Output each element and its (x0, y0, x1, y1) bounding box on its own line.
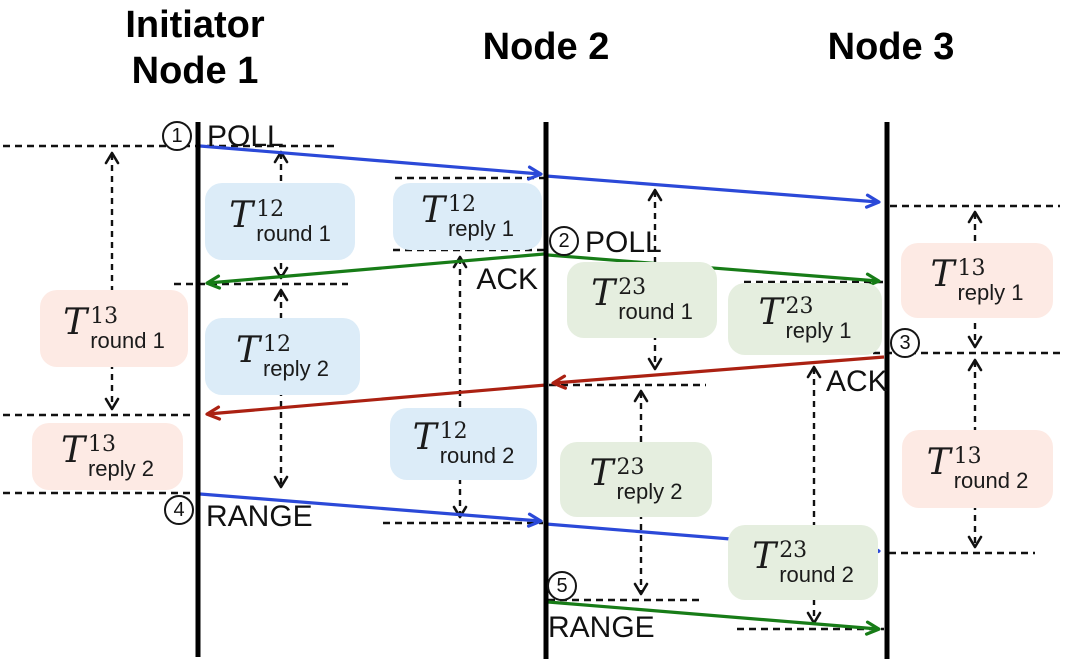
event-3-marker: 3 (890, 328, 920, 358)
ack3-label: ACK (826, 365, 888, 398)
header-node-2: Node 2 (446, 24, 646, 70)
ack3-arrow-node2-to-node1 (205, 383, 547, 421)
ack3-arrow-node3-to-node2 (551, 355, 885, 390)
poll1-arrow-node2-to-node3 (545, 174, 881, 209)
event-2-marker: 2 (549, 226, 579, 256)
range2-label: RANGE (548, 611, 655, 644)
header-node-1: Initiator Node 1 (85, 2, 305, 95)
event-1-marker: 1 (162, 121, 192, 151)
poll1-label: POLL (207, 120, 284, 153)
event-4-marker: 4 (164, 495, 194, 525)
header-node-1-line-2: Node 1 (131, 50, 259, 93)
poll1-arrow-node1-to-node2 (199, 144, 543, 181)
message-arrows (199, 144, 885, 636)
range1-arrow-node1-to-node2 (199, 492, 543, 528)
header-node-3: Node 3 (791, 24, 991, 70)
ack2-arrow-node2-to-node1 (205, 252, 545, 290)
header-node-3-line-1: Node 3 (827, 26, 955, 68)
ack2-label: ACK (476, 263, 538, 296)
range2-arrow-node2-to-node3 (547, 600, 881, 636)
lifelines (195, 122, 890, 659)
poll2-label: POLL (585, 226, 662, 259)
header-node-2-line-1: Node 2 (482, 26, 610, 68)
header-node-1-line-1: Initiator (125, 4, 265, 46)
range1-label: RANGE (206, 500, 313, 533)
event-5-marker: 5 (547, 571, 577, 601)
